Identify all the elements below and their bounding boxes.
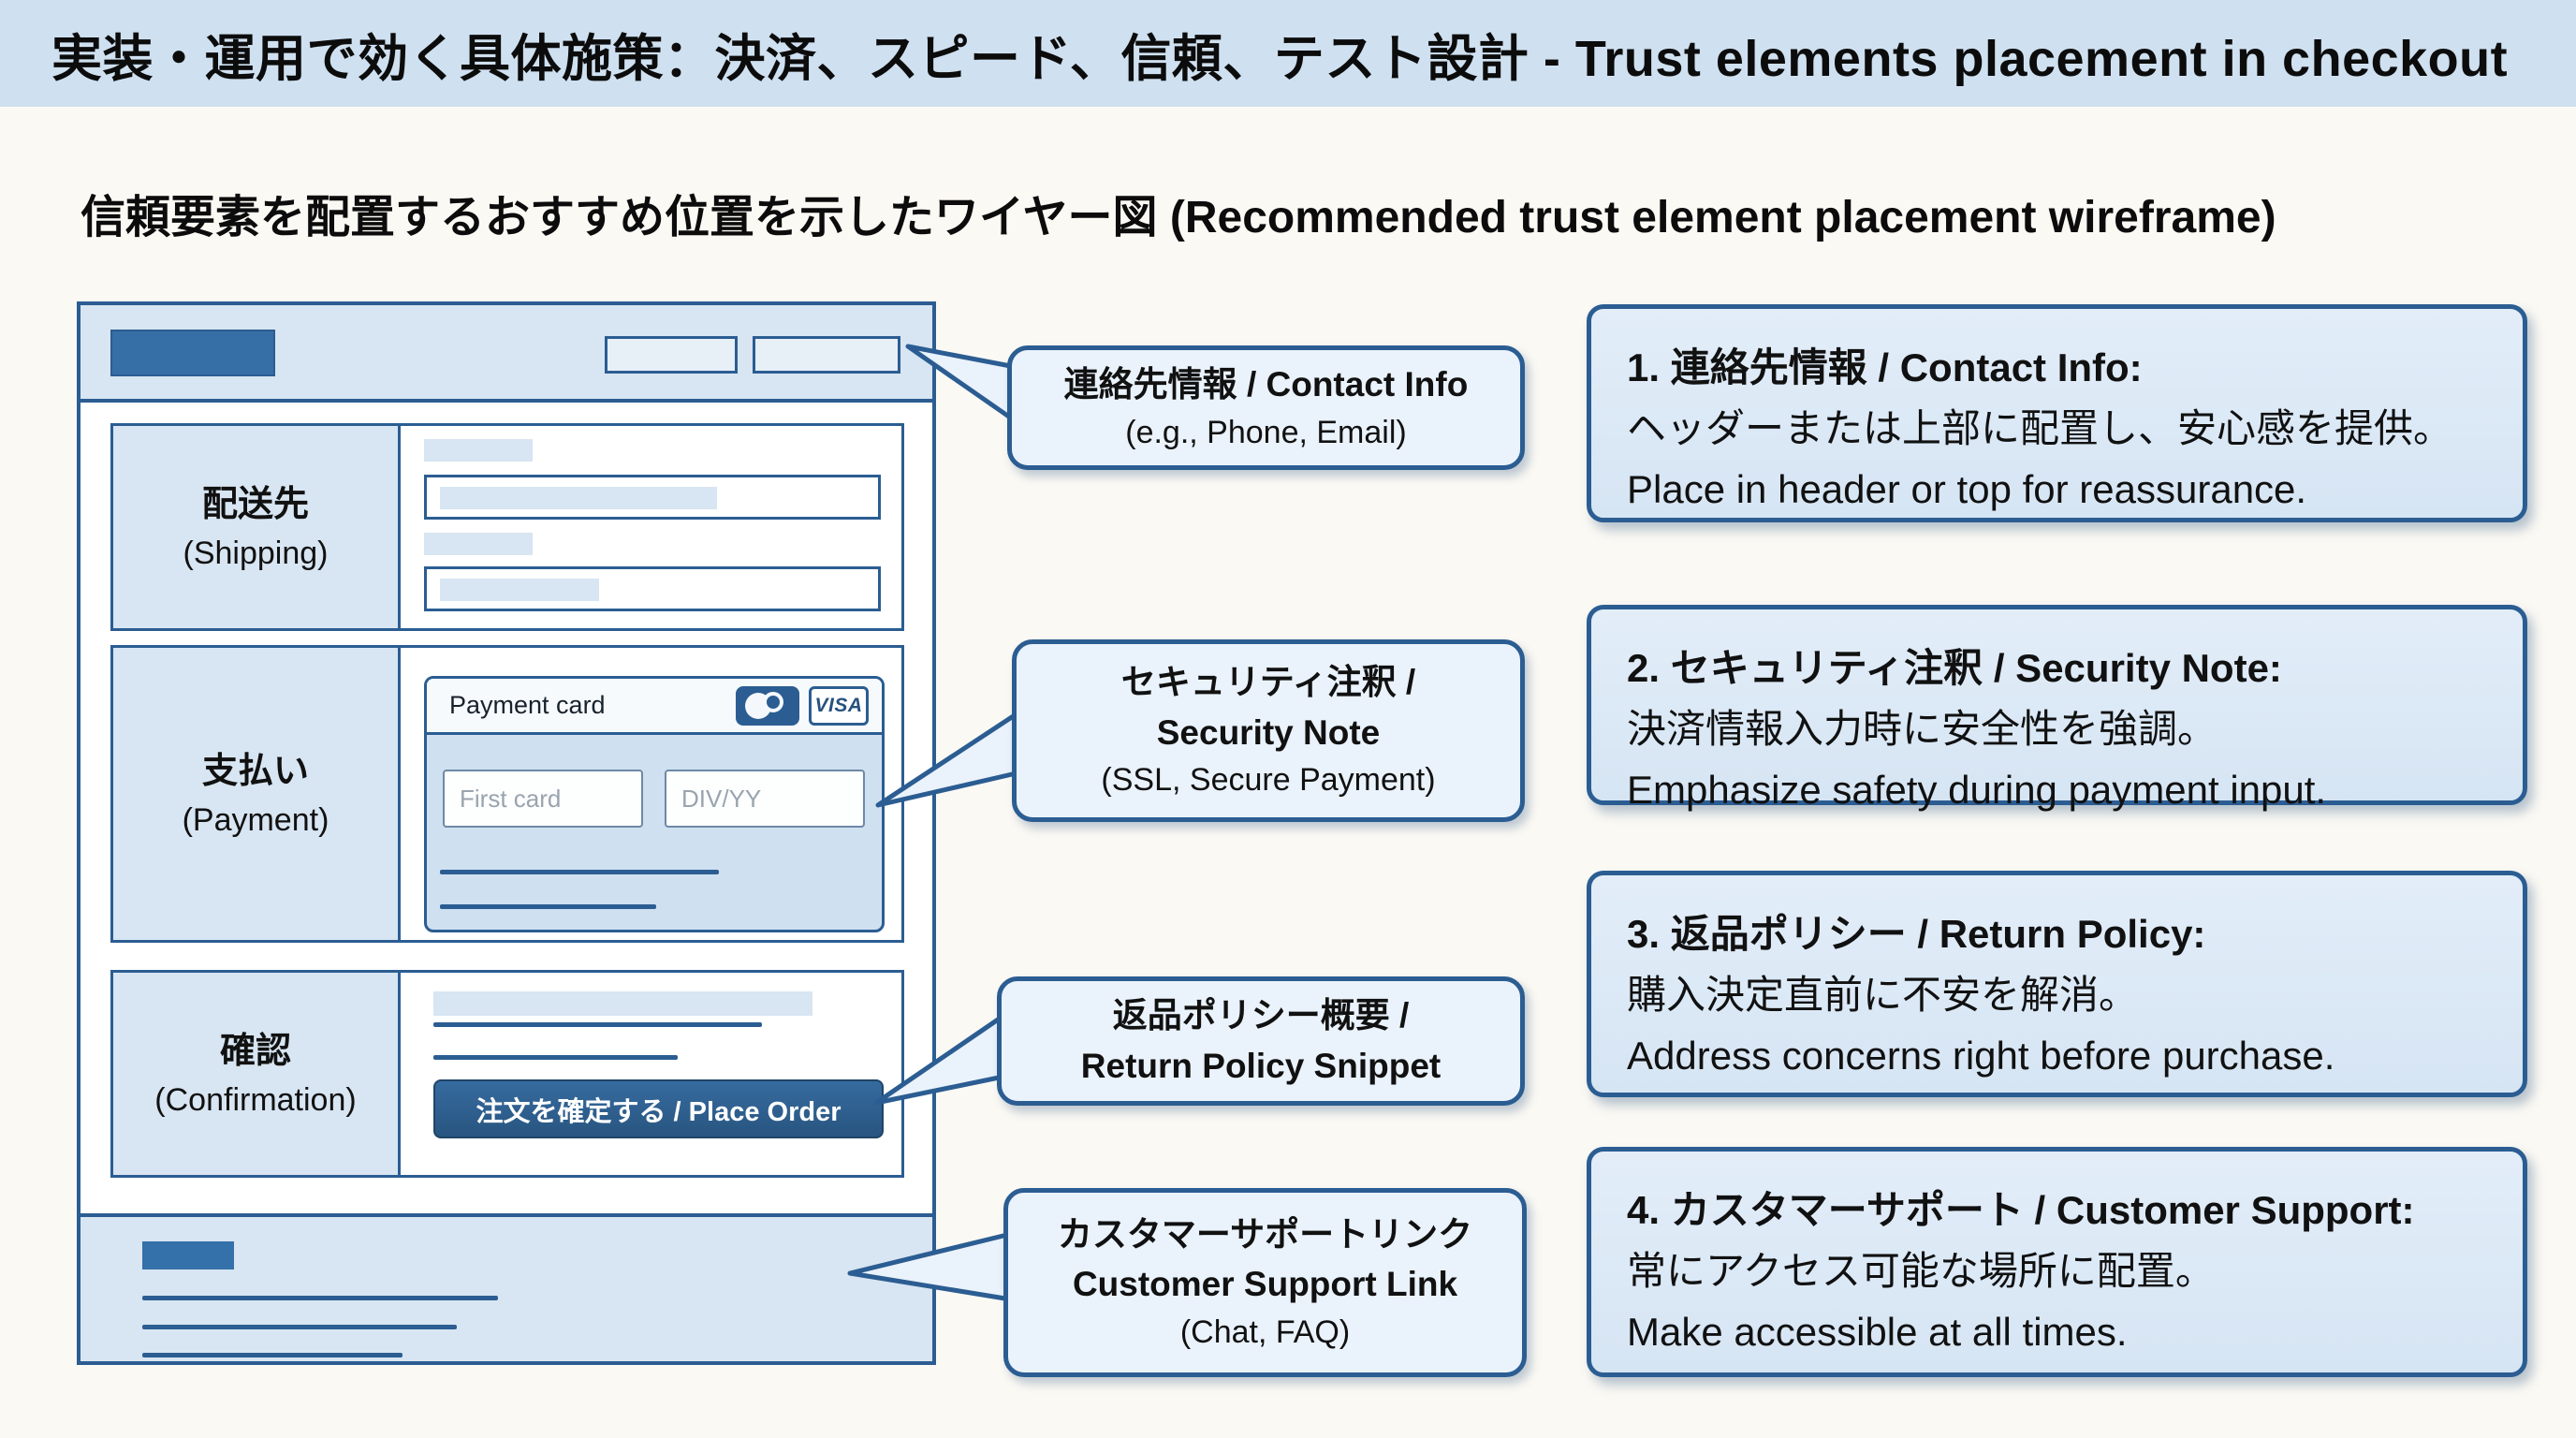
callout-line: (SSL, Secure Payment) (1101, 762, 1436, 799)
shipping-label-cell: 配送先 (Shipping) (113, 426, 401, 628)
callout-line: 返品ポリシー概要 / (1112, 996, 1410, 1035)
shipping-label-en: (Shipping) (183, 535, 329, 571)
checkout-wireframe: 配送先 (Shipping) 支払い (Payment) (77, 301, 936, 1365)
callout-line: セキュリティ注釈 / (1120, 663, 1416, 702)
note-body-en: Make accessible at all times. (1627, 1310, 2128, 1355)
field-placeholder (424, 475, 881, 520)
note-heading: 4. カスタマーサポート / Customer Support: (1627, 1188, 2415, 1232)
payment-card-widget: Payment card VISA (424, 676, 885, 932)
payment-form-area: Payment card VISA (403, 648, 901, 940)
field-label-bar (424, 533, 533, 555)
return-policy-line (433, 1022, 762, 1027)
shipping-form-placeholder (403, 426, 901, 628)
callout-contact-info: 連絡先情報 / Contact Info (e.g., Phone, Email… (1007, 345, 1525, 470)
callout-line: カスタマーサポートリンク (1057, 1214, 1473, 1254)
logo-placeholder (110, 330, 275, 376)
shipping-section: 配送先 (Shipping) (110, 423, 904, 631)
confirmation-label-cell: 確認 (Confirmation) (113, 973, 401, 1175)
footer-logo-bar (142, 1241, 234, 1269)
contact-info-slot-phone (605, 336, 738, 374)
note-body-ja: ヘッダーまたは上部に配置し、安心感を提供。 (1627, 406, 2453, 451)
support-link-line (142, 1353, 402, 1357)
support-link-line (142, 1296, 498, 1300)
title-bar: 実装・運用で効く具体施策：決済、スピード、信頼、テスト設計 - Trust el… (0, 0, 2576, 107)
field-value-bar (440, 579, 599, 601)
note-heading: 3. 返品ポリシー / Return Policy: (1627, 912, 2206, 956)
contact-info-slot-email (753, 336, 900, 374)
callout-line: 連絡先情報 / Contact Info (1063, 365, 1469, 404)
return-policy-line (433, 1055, 678, 1060)
card-number-input[interactable] (443, 770, 643, 828)
note-body-ja: 決済情報入力時に安全性を強調。 (1627, 707, 2217, 752)
note-heading: 2. セキュリティ注釈 / Security Note: (1627, 646, 2282, 690)
callout-line: (Chat, FAQ) (1179, 1313, 1351, 1350)
note-panel-contact-info: 1. 連絡先情報 / Contact Info: ヘッダーまたは上部に配置し、安… (1587, 304, 2527, 522)
payment-label-en: (Payment) (182, 801, 329, 838)
payment-label-ja: 支払い (201, 751, 309, 791)
security-note-line (440, 870, 719, 874)
callout-line: Security Note (1156, 712, 1381, 752)
note-panel-customer-support: 4. カスタマーサポート / Customer Support: 常にアクセス可… (1587, 1147, 2527, 1377)
visa-icon: VISA (809, 685, 869, 726)
confirmation-content: 注文を確定する / Place Order (403, 973, 901, 1175)
support-link-line (142, 1325, 457, 1329)
confirmation-label-en: (Confirmation) (154, 1081, 357, 1118)
confirmation-section: 確認 (Confirmation) 注文を確定する / Place Order (110, 970, 904, 1178)
note-body-en: Emphasize safety during payment input. (1627, 768, 2327, 813)
wireframe-subtitle: 信頼要素を配置するおすすめ位置を示したワイヤー図 (Recommended tr… (80, 193, 2276, 242)
mastercard-icon (736, 685, 799, 726)
payment-label-cell: 支払い (Payment) (113, 648, 401, 940)
payment-card-title: Payment card (449, 691, 606, 719)
wireframe-footer (80, 1213, 932, 1361)
callout-line: Customer Support Link (1072, 1265, 1458, 1304)
note-heading: 1. 連絡先情報 / Contact Info: (1627, 345, 2143, 389)
callout-customer-support: カスタマーサポートリンク Customer Support Link (Chat… (1003, 1188, 1527, 1377)
field-label-bar (424, 439, 533, 462)
callout-security-note: セキュリティ注釈 / Security Note (SSL, Secure Pa… (1012, 639, 1525, 822)
callout-return-policy: 返品ポリシー概要 / Return Policy Snippet (997, 976, 1525, 1106)
note-body-ja: 常にアクセス可能な場所に配置。 (1627, 1249, 2215, 1294)
security-note-line (440, 904, 656, 909)
wireframe-header (80, 305, 932, 403)
note-panel-security-note: 2. セキュリティ注釈 / Security Note: 決済情報入力時に安全性… (1587, 605, 2527, 812)
order-summary-bar (433, 991, 812, 1016)
payment-card-header: Payment card VISA (427, 679, 882, 735)
place-order-button[interactable]: 注文を確定する / Place Order (433, 1079, 884, 1138)
callout-line: (e.g., Phone, Email) (1125, 414, 1407, 450)
callout-line: Return Policy Snippet (1080, 1047, 1442, 1085)
note-body-en: Address concerns right before purchase. (1627, 1034, 2335, 1078)
page-title: 実装・運用で効く具体施策：決済、スピード、信頼、テスト設計 - Trust el… (51, 30, 2509, 87)
note-body-ja: 購入決定直前に不安を解消。 (1627, 973, 2139, 1018)
payment-section: 支払い (Payment) Payment card VISA (110, 645, 904, 943)
field-placeholder (424, 566, 881, 611)
card-expiry-input[interactable] (665, 770, 865, 828)
note-body-en: Place in header or top for reassurance. (1627, 467, 2307, 512)
note-panel-return-policy: 3. 返品ポリシー / Return Policy: 購入決定直前に不安を解消。… (1587, 871, 2527, 1097)
shipping-label-ja: 配送先 (201, 484, 309, 524)
confirmation-label-ja: 確認 (219, 1031, 291, 1071)
field-value-bar (440, 487, 717, 509)
